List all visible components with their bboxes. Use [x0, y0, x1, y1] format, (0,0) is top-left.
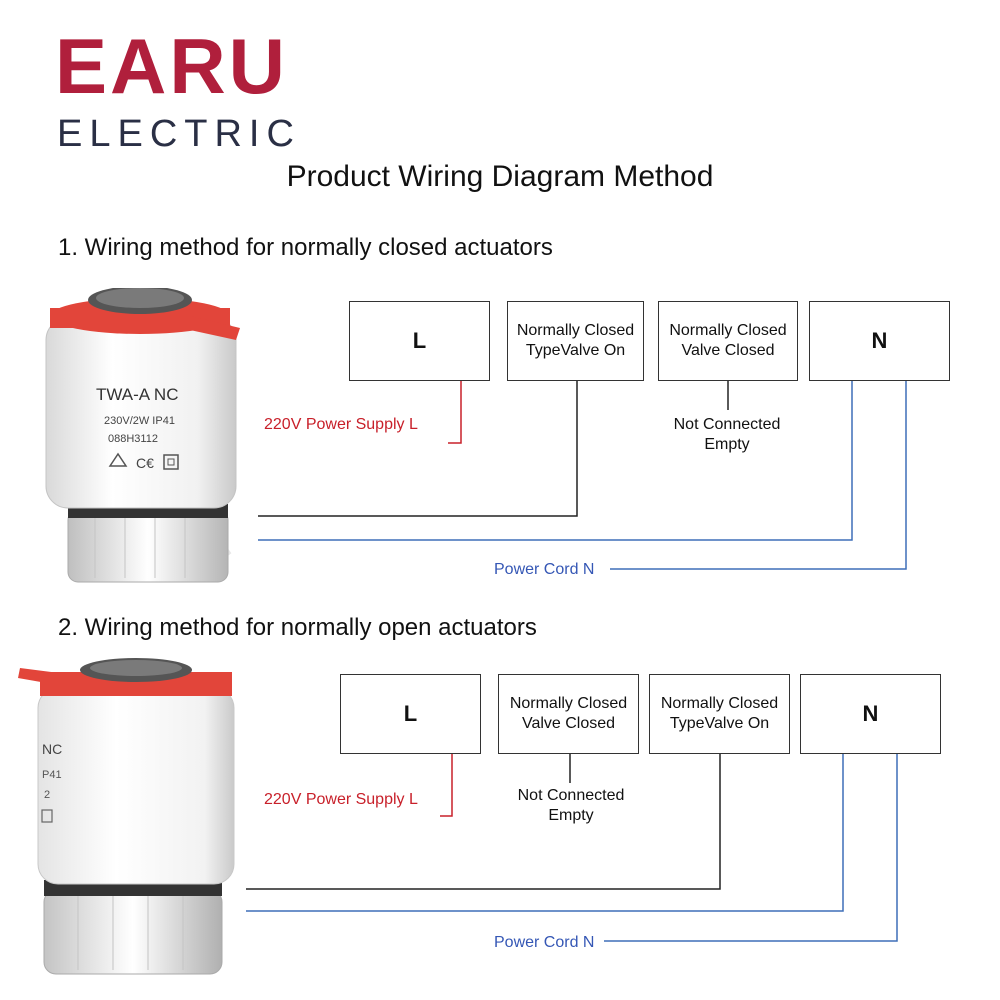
s2-box-n-label: N	[862, 701, 879, 726]
s2-power-n-label: Power Cord N	[494, 934, 595, 951]
s2-box3-line1: Normally Closed	[660, 695, 779, 712]
s1-box-nc-valve-on: Normally Closed TypeValve On	[507, 301, 644, 381]
certification-mark-icon	[41, 809, 53, 823]
section-1-title: 1. Wiring method for normally closed act…	[58, 234, 553, 261]
s2-box-n: N	[800, 674, 941, 754]
s1-box-n-label: N	[871, 328, 888, 353]
s1-box2-line2: TypeValve On	[525, 342, 626, 359]
brand-subtitle: ELECTRIC	[57, 113, 301, 155]
brand-name: EARU	[55, 22, 289, 110]
s1-box-nc-valve-closed: Normally Closed Valve Closed	[658, 301, 798, 381]
s2-power-l-label: 220V Power Supply L	[264, 791, 418, 808]
s1-box-l-label: L	[412, 328, 427, 353]
s2-box2-line1: Normally Closed	[509, 695, 628, 712]
actuator-1-model: TWA-A NC	[96, 385, 178, 404]
s1-power-n-label: Power Cord N	[494, 561, 595, 578]
certification-marks-icon: C€	[108, 452, 179, 471]
s2-box-l: L	[340, 674, 481, 754]
wire-l-1	[448, 380, 462, 444]
s1-power-l-label: 220V Power Supply L	[264, 416, 418, 433]
section-2-title: 2. Wiring method for normally open actua…	[58, 614, 537, 641]
wire-n-outer-2	[604, 753, 898, 942]
actuator-1-code: 088H3112	[108, 433, 158, 445]
s1-box2-line1: Normally Closed	[516, 322, 635, 339]
wire-n-inner-2	[246, 753, 844, 912]
brand-logo: EARU ELECTRIC	[55, 22, 325, 155]
actuator-2-code: 2	[44, 789, 50, 801]
s2-box3-line2: TypeValve On	[669, 715, 770, 732]
actuator-1-rating: 230V/2W IP41	[104, 415, 175, 427]
s1-box3-line2: Valve Closed	[681, 342, 775, 359]
actuator-2-model: NC	[42, 741, 62, 757]
s1-box-n: N	[809, 301, 950, 381]
actuator-no-image: NC P41 2	[18, 658, 235, 975]
page-title: Product Wiring Diagram Method	[286, 160, 714, 193]
s2-box2-line2: Valve Closed	[521, 715, 616, 732]
wire-black-2	[246, 753, 721, 890]
s1-nc-line2: Empty	[704, 436, 750, 453]
s2-box-nc-valve-closed: Normally Closed Valve Closed	[498, 674, 639, 754]
wire-n-outer-1	[610, 380, 907, 570]
s2-box-nc-valve-on: Normally Closed TypeValve On	[649, 674, 790, 754]
s1-box-l: L	[349, 301, 490, 381]
actuator-2-rating: P41	[42, 769, 62, 781]
s2-box-l-label: L	[403, 701, 418, 726]
s2-nc-line1: Not Connected	[517, 787, 625, 804]
s1-not-connected: Not Connected Empty	[652, 415, 802, 455]
s1-box3-line1: Normally Closed	[669, 322, 787, 339]
s1-nc-line1: Not Connected	[673, 416, 781, 433]
s2-not-connected: Not Connected Empty	[496, 786, 646, 826]
svg-text:C€: C€	[136, 455, 154, 471]
actuator-nc-image: TWA-A NC 230V/2W IP41 088H3112 C€	[45, 288, 240, 583]
s2-nc-line2: Empty	[548, 807, 594, 824]
wire-black-1	[258, 380, 578, 517]
wire-l-2	[440, 753, 453, 817]
wire-n-inner-1	[258, 380, 853, 541]
